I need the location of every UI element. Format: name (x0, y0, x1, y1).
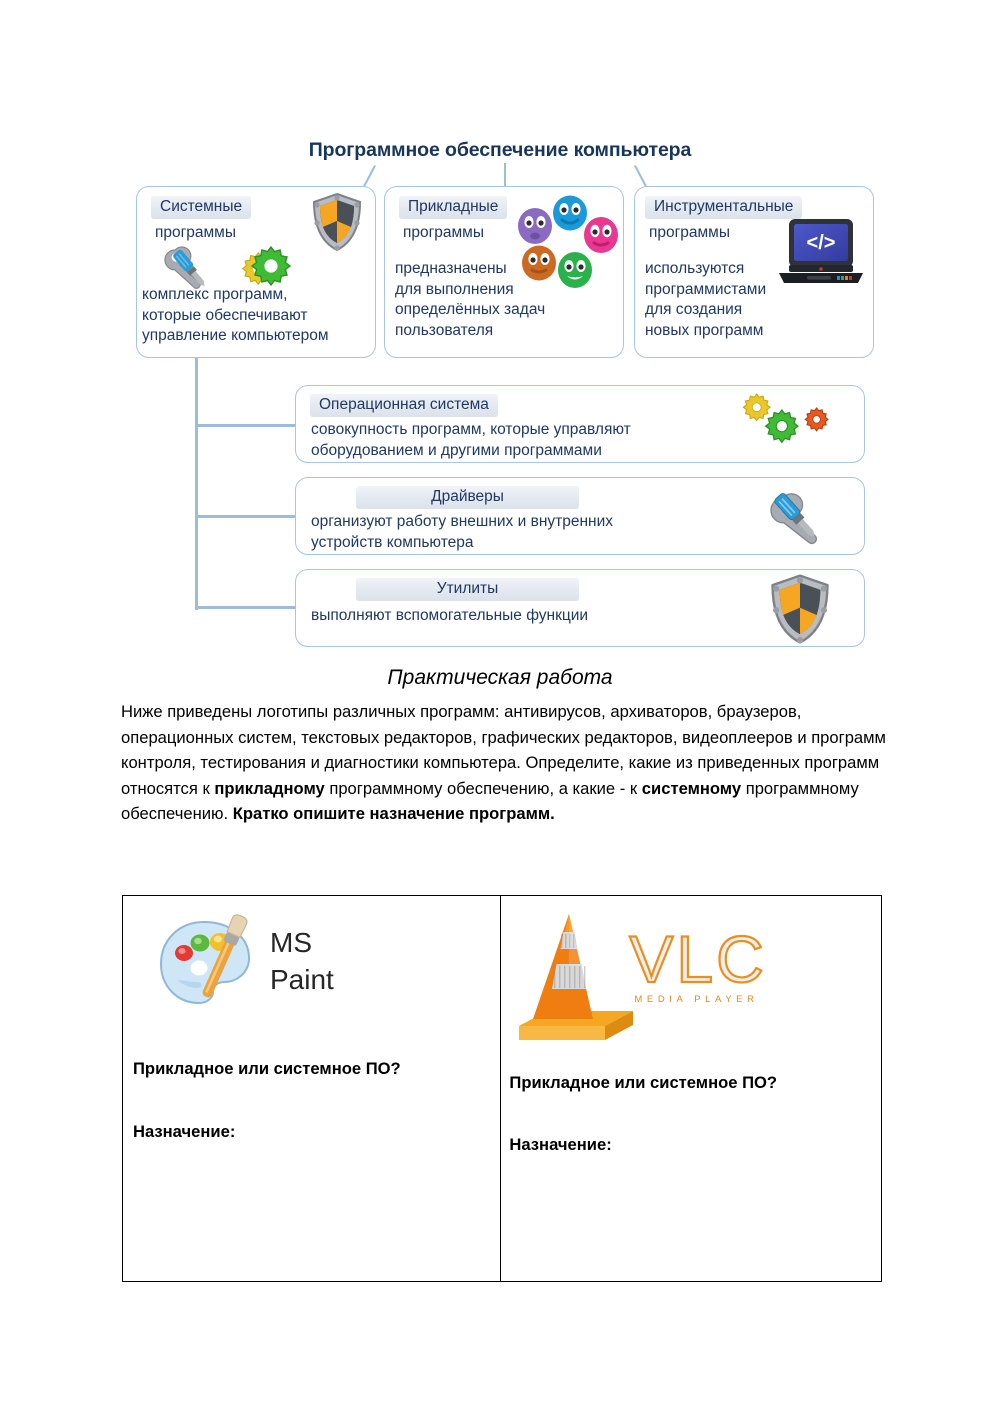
paragraph-run: программному обеспечению. (121, 778, 859, 824)
card-system-subtitle: программы (155, 224, 236, 241)
software-classification-diagram: Программное обеспечение компьютера Систе… (0, 0, 1000, 665)
table-cell-vlc: VLC MEDIA PLAYER Прикладное или системно… (501, 896, 881, 1281)
vlc-question: Прикладное или системное ПО? (509, 1073, 778, 1092)
card-tools-chip-label: Инструментальные (645, 196, 803, 220)
vlc-purpose-label: Назначение: (509, 1135, 612, 1154)
vlc-logo-text: VLC (628, 922, 767, 996)
card-system-description: комплекс программ, которые обеспечивают … (142, 286, 329, 344)
practical-work-heading: Практическая работа (387, 666, 613, 689)
card-drivers: Драйверы организуют работу внешних и вну… (295, 477, 865, 555)
card-os-description: совокупность программ, которые управляют… (311, 421, 631, 459)
card-drivers-chip-label: Драйверы (356, 486, 579, 510)
smiley-faces-icon (518, 195, 618, 288)
card-system-programs: Системные программы (136, 186, 376, 358)
card-tools-subtitle: программы (649, 224, 730, 241)
gears-icon (742, 393, 829, 444)
gears-icon (241, 245, 292, 287)
practical-work-paragraph: Ниже приведены логотипы различных програ… (121, 699, 893, 827)
card-drivers-description: организуют работу внешних и внутренних у… (311, 513, 613, 551)
card-system-chip-label: Системные (151, 196, 252, 220)
card-applied-subtitle: программы (403, 224, 484, 241)
wrench-screwdriver-icon (164, 246, 205, 289)
ms-paint-palette-icon (159, 914, 251, 1005)
connector-line-center (504, 163, 506, 187)
laptop-code-icon: </> (779, 219, 863, 283)
shield-icon (771, 574, 829, 644)
card-applied-chip-label: Прикладные (399, 196, 508, 220)
vlc-logo-subtitle: MEDIA PLAYER (634, 994, 759, 1005)
card-tools-description: используются программистами для создания… (645, 260, 767, 339)
card-operating-system: Операционная система совокупность програ… (295, 385, 865, 463)
table-cell-ms-paint: MS Paint Прикладное или системное ПО? На… (123, 896, 500, 1281)
table-column-divider (500, 896, 502, 1281)
paragraph-bold-run: прикладному (214, 778, 325, 798)
paragraph-run: программному обеспечению, а какие - к (324, 778, 642, 798)
shield-icon (312, 192, 362, 252)
tree-trunk-line (195, 358, 199, 610)
svg-text:</>: </> (807, 232, 836, 254)
wrench-screwdriver-icon (770, 493, 818, 545)
tree-branch-utilities (195, 606, 297, 610)
ms-paint-question: Прикладное или системное ПО? (133, 1059, 401, 1078)
paragraph-bold-run: системному (641, 778, 742, 798)
paragraph-run: Ниже приведены логотипы различных програ… (121, 702, 886, 798)
tree-branch-os (195, 424, 297, 428)
vlc-logo-wordmark: VLC MEDIA PLAYER (628, 922, 767, 1005)
card-os-chip-label: Операционная система (310, 394, 498, 418)
ms-paint-purpose-label: Назначение: (133, 1122, 236, 1141)
logo-answer-table: MS Paint Прикладное или системное ПО? На… (122, 895, 882, 1282)
card-tool-programs: Инструментальные программы </> использ (634, 186, 874, 358)
card-utilities-description: выполняют вспомогательные функции (311, 607, 589, 624)
paragraph-bold-run: Кратко опишите назначение программ. (232, 804, 555, 824)
vlc-cone-icon (519, 914, 634, 1040)
diagram-title: Программное обеспечение компьютера (308, 139, 692, 161)
card-applied-programs: Прикладные программы (384, 186, 624, 358)
tree-branch-drivers (195, 515, 297, 519)
card-utilities: Утилиты выполняют вспомогательные функци… (295, 569, 865, 647)
card-utilities-chip-label: Утилиты (356, 578, 579, 602)
card-applied-description: предназначены для выполнения определённы… (395, 260, 546, 339)
ms-paint-logo-text: MS Paint (270, 927, 334, 995)
